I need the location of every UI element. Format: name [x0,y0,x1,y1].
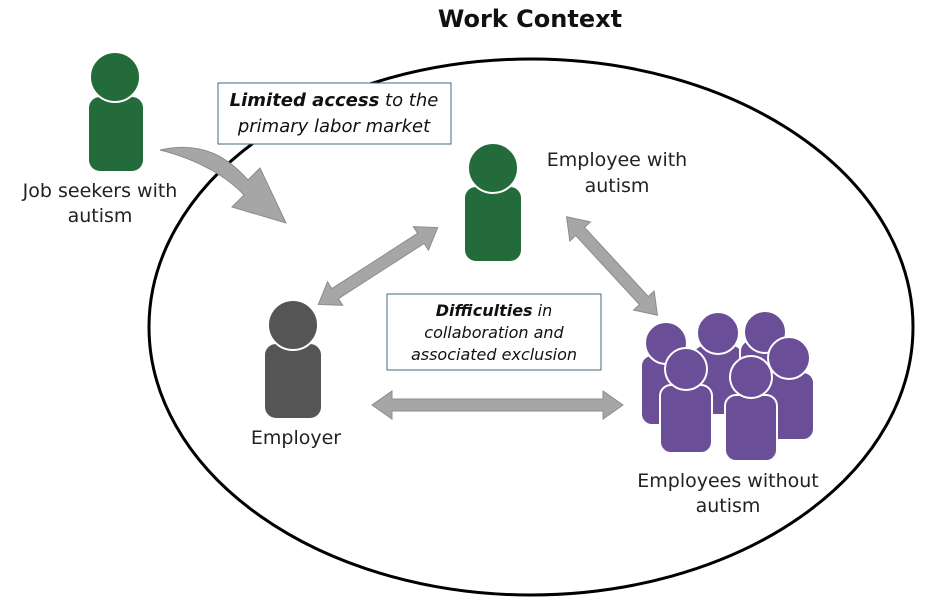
curved-arrow-icon [159,146,287,224]
work-context-ellipse [147,57,915,597]
double-arrow-icon-employer-employee [317,226,439,306]
double-arrow-icon-employee-group [565,216,659,316]
difficulties-bold: Difficulties [436,301,533,320]
double-arrow-icon-employer-group [371,390,624,420]
difficulties-rest: in [533,301,553,320]
svg-text:Difficulties in: Difficulties in [436,301,553,320]
job-seekers-label-line1: Job seekers with [22,180,178,202]
employee-autism-label-line1: Employee with [547,149,687,171]
limited-access-rest: to the [379,90,438,111]
job-seekers-label-line2: autism [68,205,133,227]
employees-without-label-line1: Employees without [637,470,818,492]
employer-person-icon [263,299,323,420]
difficulties-box: Difficulties in collaboration and associ… [386,293,602,371]
limited-access-box: Limited access to the primary labor mark… [217,82,452,145]
difficulties-line3: associated exclusion [411,345,577,364]
employee-with-autism-person-icon [463,142,523,263]
employer-label: Employer [251,427,341,449]
diagram-title: Work Context [438,5,622,33]
difficulties-line2: collaboration and [424,323,564,342]
employee-autism-label-line2: autism [585,175,650,197]
limited-access-line2: primary labor market [237,116,431,137]
job-seeker-person-icon [87,51,145,173]
svg-text:Limited access to the: Limited access to the [230,90,439,111]
employees-without-autism-group-icon [640,310,815,462]
limited-access-bold: Limited access [230,90,380,111]
employees-without-label-line2: autism [696,495,761,517]
